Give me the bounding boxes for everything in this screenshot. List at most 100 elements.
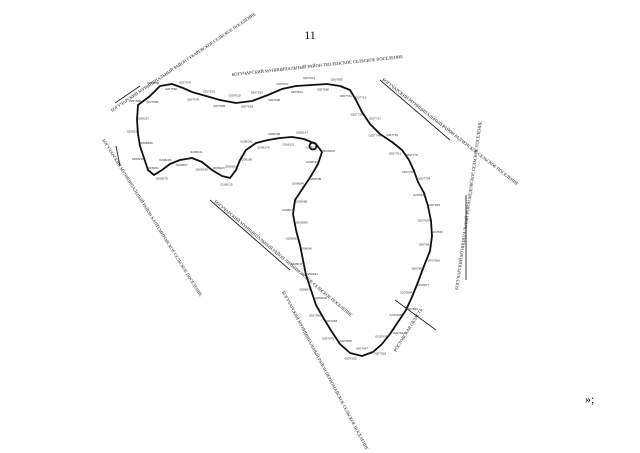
boundary-vertex [368, 121, 370, 124]
boundary-vertex [426, 257, 429, 259]
vertex-label: 0207968 [340, 339, 352, 343]
region-label-teplenskoe: БОГУЧАРСКИЙ МУНИЦИПАЛЬНЫЙ РАЙОН ТЕПЛЕНСК… [232, 54, 404, 77]
boundary-vertex [181, 87, 184, 89]
boundary-vertex [335, 84, 337, 87]
boundary-vertex [387, 139, 390, 141]
vertex-label: 0207610 [229, 94, 241, 98]
label-bracket [379, 79, 451, 141]
vertex-label: 0208112 [306, 160, 318, 164]
boundary-vertex [430, 231, 433, 234]
boundary-vertex [296, 235, 299, 238]
vertex-label: 0207648 [268, 98, 280, 102]
region-label-litvinovskoe: БОГУЧАРСКИЙ МУНИЦИПАЛЬНЫЙ РАЙОН ЛИТВИНОВ… [213, 199, 353, 318]
vertex-label: 0208182 [240, 139, 252, 143]
boundary-vertex [398, 146, 401, 149]
vertex-label: 0208037 [291, 262, 303, 266]
boundary-vertex [350, 352, 353, 355]
boundary-vertex [270, 92, 273, 95]
boundary-vertex [411, 294, 414, 296]
boundary-vertex [157, 87, 159, 89]
vertex-label: 0208046 [300, 247, 312, 251]
vertex-label: 0207780 [402, 170, 414, 174]
label-bracket [394, 299, 437, 331]
vertex-label: 0207737 [369, 117, 381, 121]
boundary-vertex [406, 157, 409, 159]
boundary-vertex [360, 110, 363, 113]
boundary-vertex [261, 140, 263, 143]
vertex-label: 0207585 [147, 81, 159, 85]
boundary-line [136, 83, 433, 357]
vertex-label: 0207628 [241, 105, 253, 109]
boundary-vertex [375, 348, 377, 351]
boundary-vertex [146, 168, 149, 171]
boundary-vertex [326, 322, 328, 325]
vertex-label: 0208299 [132, 157, 144, 161]
boundary-vertex [417, 181, 419, 184]
vertex-label: 0208094 [292, 181, 304, 185]
boundary-vertex [136, 117, 139, 120]
vertex-label: 0208088 [295, 200, 307, 204]
boundary-vertex [302, 261, 305, 264]
boundary-vertex [157, 171, 160, 174]
region-label-pervomayskoe: БОГУЧАРСКИЙ МУНИЦИПАЛЬНЫЙ РАЙОН ПЕРВОМАЙ… [281, 290, 370, 451]
vertex-label: 0208105 [309, 177, 321, 181]
vertex-label: 0207829 [418, 219, 430, 223]
boundary-vertex [340, 344, 343, 347]
boundary-vertex [227, 176, 230, 179]
boundary-vertex [427, 205, 429, 208]
boundary-vertex [412, 168, 415, 171]
boundary-vertex [206, 95, 209, 98]
vertex-label: 0208241 [191, 150, 203, 154]
label-bracket [114, 85, 141, 104]
vertex-label: 0208052 [286, 236, 298, 240]
vertex-label: 0207926 [375, 335, 387, 339]
boundary-vertex [333, 333, 335, 336]
vertex-label: 0207858 [428, 259, 440, 263]
boundary-vertex [316, 164, 319, 166]
vertex-label: 0208190 [240, 157, 252, 161]
boundary-vertex [180, 158, 182, 161]
boundary-vertex [347, 88, 350, 91]
vertex-label: 0207719 [354, 96, 366, 100]
vertex-label: 0208223 [213, 166, 225, 170]
vertex-label: 0208069 [296, 221, 308, 225]
boundary-vertex [429, 244, 432, 247]
boundary-vertex [249, 146, 252, 148]
vertex-label: 0208327 [137, 117, 149, 121]
boundary-vertex [292, 210, 295, 212]
vertex-label: 0207752 [386, 133, 398, 137]
vertex-label: 0207877 [417, 283, 429, 287]
boundary-vertex [258, 97, 260, 100]
vertex-label: 0208265 [159, 158, 171, 162]
vertex-label: 0207592 [203, 90, 215, 94]
boundary-vertex [241, 155, 243, 158]
vertex-label: 0207983 [325, 319, 337, 323]
boundary-vertex [377, 131, 379, 134]
boundary-vertex [321, 83, 324, 86]
vertex-label: 0207905 [390, 313, 402, 317]
boundary-vertex [193, 157, 195, 160]
boundary-vertex [232, 101, 235, 104]
vertex-label: 0208021 [306, 272, 318, 276]
boundary-vertex [421, 269, 424, 272]
boundary-vertex [138, 143, 141, 146]
vertex-label: 0207578 [187, 98, 199, 102]
boundary-vertex [147, 96, 150, 98]
vertex-label: 0207674 [303, 76, 315, 80]
vertex-label: 0208004 [315, 296, 327, 300]
vertex-label: 0207836 [431, 230, 443, 234]
vertex-label: 0207701 [340, 94, 352, 98]
vertex-label: 0207815 [428, 203, 440, 207]
vertex-label: 0207794 [418, 177, 430, 181]
vertex-label: 0207933 [374, 352, 386, 356]
boundary-vertex [363, 354, 366, 356]
boundary-vertex [416, 281, 419, 284]
vertex-label: 0207911 [393, 331, 405, 335]
vertex-label: 0207748 [369, 134, 381, 138]
boundary-vertex [245, 100, 248, 103]
vertex-label: 0208133 [306, 146, 318, 150]
label-bracket [209, 199, 291, 271]
boundary-vertex [136, 130, 139, 133]
vertex-label: 0207680 [317, 87, 329, 91]
